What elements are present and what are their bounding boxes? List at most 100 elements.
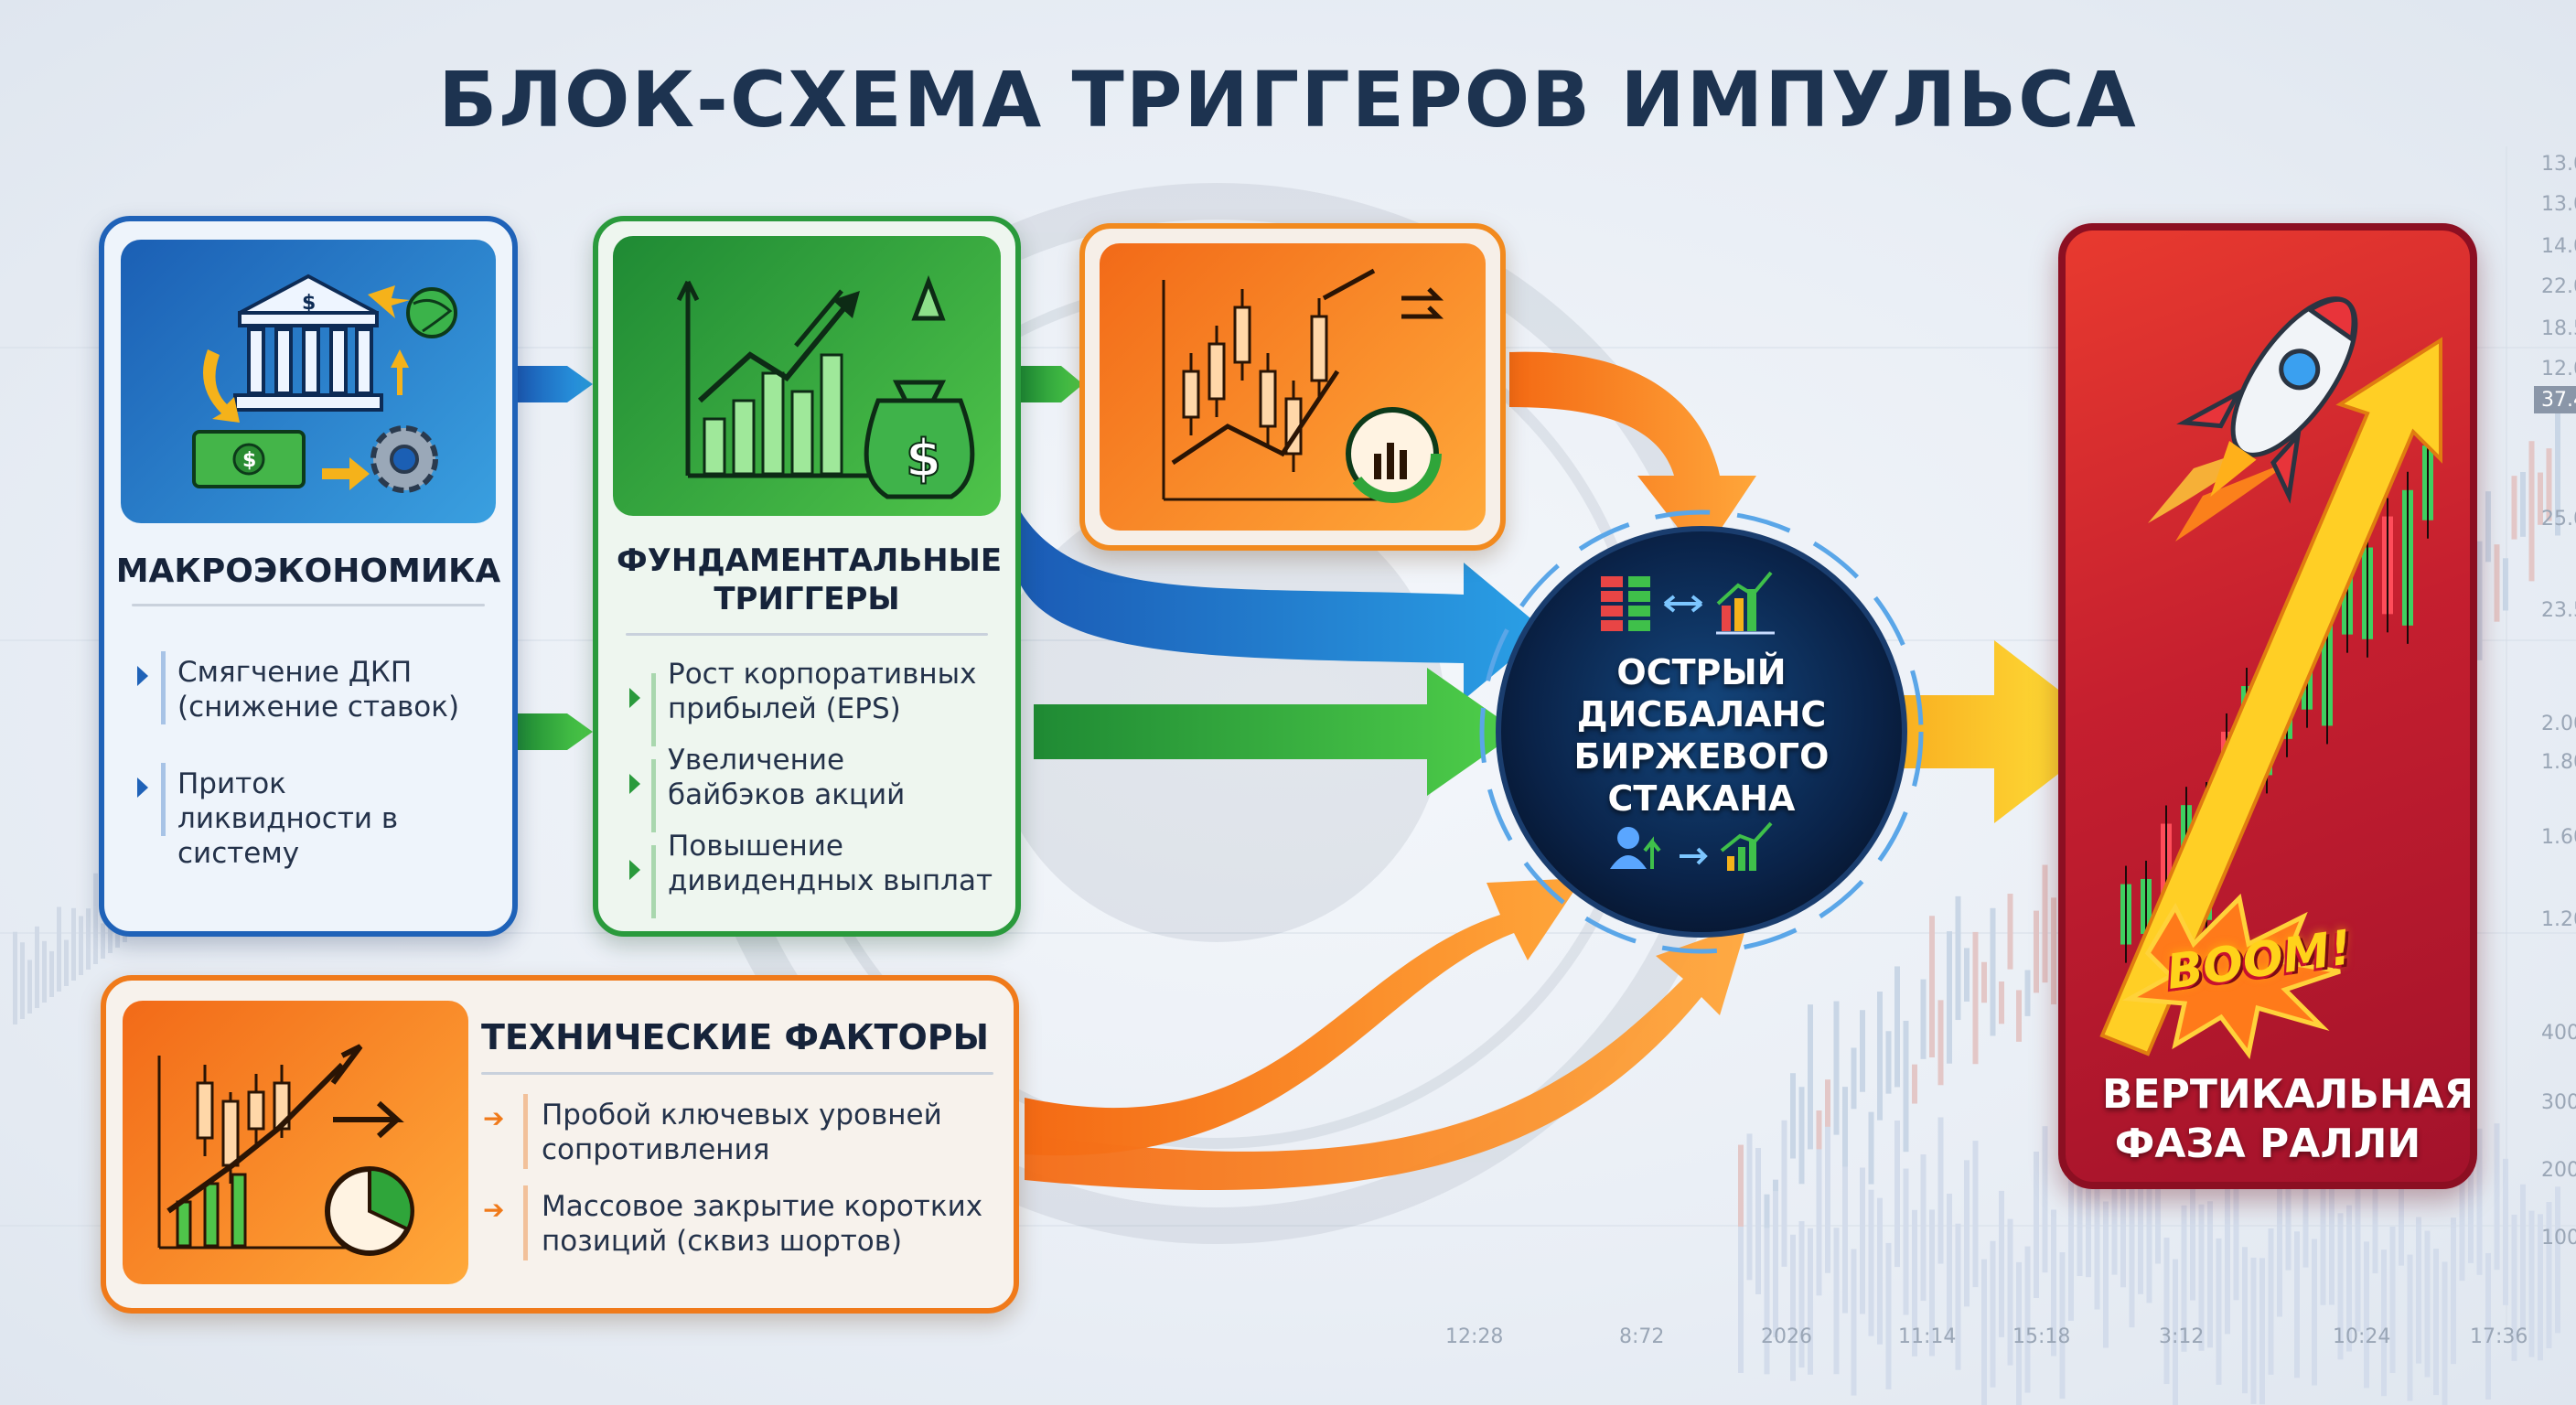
background-candle (1851, 1047, 1857, 1110)
axis-tick-label: 23.500 (2541, 599, 2576, 622)
axis-tick-label: 10:24 (2333, 1325, 2390, 1348)
background-volume-bar (2034, 1151, 2039, 1298)
background-volume-bar (2494, 1123, 2500, 1271)
background-volume-bar (2059, 1252, 2066, 1400)
cycle-arrows-icon (203, 285, 410, 490)
candlestick-icon (157, 1056, 379, 1249)
background-candle (79, 916, 83, 975)
arrow-bullet-icon: ➔ (483, 1195, 505, 1225)
axis-price-tag (2534, 386, 2576, 413)
background-volume-bar (2459, 1134, 2465, 1282)
background-volume-bar (1903, 1168, 1909, 1315)
background-volume-bar (2120, 1141, 2126, 1288)
background-candle (2476, 541, 2483, 660)
rally-candle-wick (2387, 498, 2388, 633)
axis-tick-label: 18.500 (2541, 317, 2576, 340)
background-candle (1842, 1087, 1848, 1168)
pie-chart-icon (1343, 404, 1442, 503)
background-volume-bar (2433, 1249, 2439, 1396)
money-bag-icon: $ (864, 380, 975, 499)
gear-icon (370, 425, 438, 493)
technical-chart-illustration (1100, 243, 1486, 531)
center-ring (1479, 509, 1924, 954)
technical-item-2: Массовое закрытие коротких позиций (скви… (542, 1190, 983, 1258)
background-volume-bar (2129, 1181, 2135, 1328)
background-volume-bar (2364, 1241, 2369, 1389)
axis-tick-label: 11:14 (1898, 1325, 1956, 1348)
background-candle (42, 940, 47, 1003)
banknote-icon: $ (192, 430, 306, 488)
background-volume-bar (1885, 1242, 1892, 1389)
background-volume-bar (2528, 1210, 2535, 1357)
background-volume-bar (2103, 1201, 2109, 1348)
background-candle (2034, 910, 2039, 993)
axis-tick-label: 15:18 (2012, 1325, 2070, 1348)
background-volume-bar (2007, 1218, 2013, 1366)
connector-fund-orange (1021, 366, 1083, 402)
connector-macro-fund-bottom (518, 713, 593, 750)
background-volume-bar (2503, 1158, 2508, 1305)
background-candle (2520, 471, 2526, 537)
background-volume-bar (2442, 1261, 2448, 1405)
explosion-icon (2121, 893, 2341, 1059)
axis-tick-label: 13.000 (2541, 153, 2576, 176)
arrow-blue (1021, 512, 1546, 700)
center-circle (1496, 526, 1907, 938)
background-candle (1990, 907, 1996, 1036)
pie-chart-icon (325, 1166, 414, 1256)
background-volume-bar (1833, 1228, 1840, 1375)
bullet-bar (651, 673, 656, 746)
bullet-bar (161, 763, 166, 836)
background-volume-bar (2042, 1126, 2048, 1273)
background-candle (1877, 992, 1883, 1121)
axis-tick-label: 13.000 (2541, 193, 2576, 216)
result-card: BOOM! ВЕРТИКАЛЬНАЯ ФАЗА РАЛЛИ (2058, 223, 2477, 1189)
background-candle (1790, 1073, 1796, 1159)
macro-heading: МАКРОЭКОНОМИКА (115, 552, 501, 590)
rocket-icon (2148, 296, 2358, 542)
rally-candle-wick (2407, 471, 2409, 644)
background-candle (2007, 894, 2013, 970)
bullet-bar (523, 1094, 528, 1169)
axis-tick-label: 37.450 (2541, 389, 2576, 412)
bank-icon (233, 273, 383, 412)
background-candle (1981, 961, 1987, 1003)
background-volume-bar (2277, 1170, 2282, 1317)
axis-tick-label: 1.8000 (2541, 751, 2576, 774)
technical-card: ТЕХНИЧЕСКИЕ ФАКТОРЫ ➔ Пробой ключевых ур… (101, 975, 1019, 1314)
background-volume-bar (2416, 1217, 2421, 1364)
background-volume-bar (2511, 1214, 2517, 1361)
svg-text:$: $ (302, 292, 316, 315)
axis-tick-label: 200K (2541, 1159, 2576, 1182)
background-candle (2511, 476, 2517, 540)
background-volume-bar (2538, 1214, 2543, 1361)
axis-tick-label: 12:28 (1445, 1325, 1503, 1348)
background-volume-bar (2146, 1156, 2152, 1303)
axis-tick-label: 1.2000 (2541, 908, 2576, 931)
background-volume-bar (2111, 1128, 2118, 1275)
background-candle (1868, 1111, 1874, 1185)
background-candle (1937, 1000, 1944, 1086)
user-icon (1610, 827, 1661, 869)
background-volume-bar (2242, 1247, 2248, 1394)
background-candle (1833, 1001, 1840, 1135)
svg-text:$: $ (242, 449, 256, 472)
axis-tick-label: 14.000 (2541, 235, 2576, 258)
macro-card: $ $ МАКРОЭКОНОМИКА (99, 216, 518, 937)
arrow-orange-tech-2 (1025, 924, 1747, 1190)
rally-candle-wick (2346, 532, 2348, 653)
bullet-bar (523, 1185, 528, 1260)
background-volume-bar (1937, 1117, 1944, 1264)
axis-tick-label: 8:72 (1619, 1325, 1664, 1348)
background-candle (71, 907, 76, 981)
background-volume-bar (2207, 1201, 2213, 1348)
background-volume-bar (2346, 1205, 2352, 1352)
result-label: ВЕРТИКАЛЬНАЯ ФАЗА РАЛЛИ (2102, 1071, 2475, 1167)
background-candle (1808, 1004, 1813, 1150)
background-volume-bar (2476, 1128, 2483, 1275)
background-volume-bar (1790, 1234, 1796, 1381)
technical-separator (481, 1072, 993, 1075)
background-volume-bar (1755, 1147, 1761, 1294)
bullet-bar (161, 651, 166, 724)
